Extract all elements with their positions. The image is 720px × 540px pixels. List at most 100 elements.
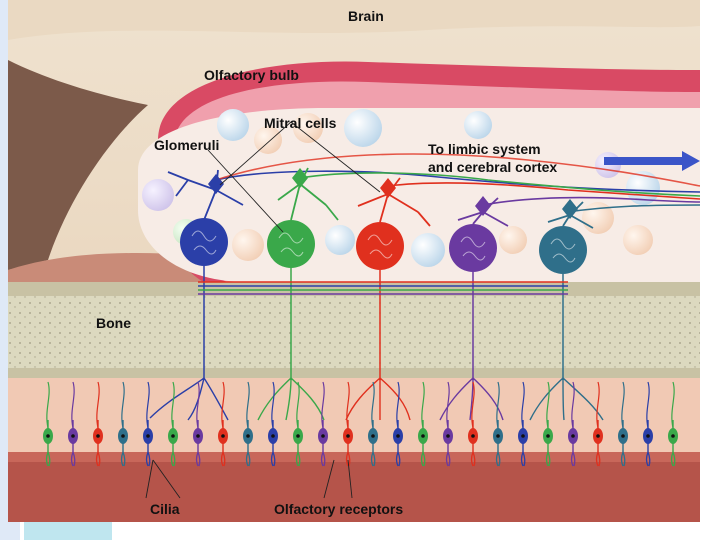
label-glomeruli: Glomeruli xyxy=(154,137,219,153)
cilium xyxy=(545,451,551,467)
receptor-nucleus xyxy=(271,434,275,438)
cilium xyxy=(320,451,326,467)
cortex-arrow xyxy=(604,151,700,171)
cilium xyxy=(670,451,676,467)
receptor-axon xyxy=(46,381,50,429)
receptor-nucleus xyxy=(471,434,475,438)
glomerulus-red xyxy=(356,222,404,270)
receptor-axon xyxy=(571,381,575,429)
cilium xyxy=(95,451,101,467)
receptor-nucleus xyxy=(671,434,675,438)
glomerulus-teal xyxy=(539,226,587,274)
receptor-axon xyxy=(521,381,525,429)
receptor-nucleus xyxy=(396,434,400,438)
bone-layer-bottom xyxy=(8,368,700,378)
receptor-nucleus xyxy=(296,434,300,438)
receptor-nucleus xyxy=(146,434,150,438)
receptor-axon xyxy=(121,381,125,429)
receptor-nucleus xyxy=(121,434,125,438)
cilium xyxy=(295,451,301,467)
dark-brain-shadow xyxy=(8,60,148,270)
receptor-axon xyxy=(371,381,375,429)
cilium xyxy=(370,451,376,467)
receptor-axon xyxy=(96,381,100,429)
cilium xyxy=(645,451,651,467)
cilium xyxy=(520,451,526,467)
olfactory-diagram: Brain Olfactory bulb Mitral cells Glomer… xyxy=(8,0,700,522)
bulb-cells xyxy=(142,109,660,267)
receptor-nucleus xyxy=(221,434,225,438)
cilium xyxy=(220,451,226,467)
cilium xyxy=(245,451,251,467)
label-mitral-cells: Mitral cells xyxy=(264,115,337,131)
cilium xyxy=(195,451,201,467)
receptor-nucleus xyxy=(171,434,175,438)
cilium xyxy=(170,451,176,467)
receptor-nucleus xyxy=(421,434,425,438)
receptor-axons xyxy=(198,266,568,378)
receptor-axon xyxy=(246,381,250,429)
receptor-axon xyxy=(146,381,150,429)
epithelium-base xyxy=(8,456,700,522)
receptor-axon xyxy=(221,381,225,429)
epithelium xyxy=(8,378,700,458)
bone-layer xyxy=(8,296,700,368)
receptor-axon xyxy=(196,381,200,429)
receptor-nucleus xyxy=(71,434,75,438)
glomerulus-green xyxy=(267,220,315,268)
label-to-limbic-1: To limbic system xyxy=(428,141,541,157)
leader-lines xyxy=(145,121,381,499)
cilium xyxy=(120,451,126,467)
receptor-axon xyxy=(496,381,500,429)
receptor-nucleus xyxy=(646,434,650,438)
label-olfactory-bulb: Olfactory bulb xyxy=(204,67,299,83)
receptor-axon xyxy=(171,381,175,429)
label-brain: Brain xyxy=(348,8,384,24)
receptor-axon xyxy=(596,381,600,429)
receptor-axon xyxy=(71,381,75,429)
brain-fold xyxy=(8,0,700,40)
receptor-nucleus xyxy=(321,434,325,438)
axon-tracts xyxy=(215,153,700,213)
glomerulus-purple xyxy=(449,224,497,272)
glomerulus-blue xyxy=(180,218,228,266)
cilium xyxy=(445,451,451,467)
cilium xyxy=(570,451,576,467)
label-bone: Bone xyxy=(96,315,131,331)
receptor-nucleus xyxy=(546,434,550,438)
cilium xyxy=(470,451,476,467)
receptor-nucleus xyxy=(621,434,625,438)
cilium xyxy=(345,451,351,467)
cilium xyxy=(495,451,501,467)
glomeruli-group xyxy=(180,218,587,274)
cilium xyxy=(145,451,151,467)
receptor-axon xyxy=(296,381,300,429)
receptor-nucleus xyxy=(246,434,250,438)
receptor-axon xyxy=(671,381,675,429)
cilium xyxy=(395,451,401,467)
receptor-nucleus xyxy=(46,434,50,438)
mitral-cell-bodies xyxy=(208,168,578,219)
receptor-nucleus xyxy=(571,434,575,438)
receptor-axon xyxy=(471,381,475,429)
receptor-nucleus xyxy=(521,434,525,438)
epithelium-mucosa xyxy=(8,452,700,462)
cilium xyxy=(420,451,426,467)
receptor-axon xyxy=(446,381,450,429)
receptor-nucleus xyxy=(596,434,600,438)
receptor-axon xyxy=(346,381,350,429)
label-to-limbic-2: and cerebral cortex xyxy=(428,159,557,175)
receptor-axon xyxy=(321,381,325,429)
cilium xyxy=(620,451,626,467)
receptor-nucleus xyxy=(496,434,500,438)
receptor-nucleus xyxy=(196,434,200,438)
receptor-axon xyxy=(646,381,650,429)
receptor-nucleus xyxy=(96,434,100,438)
cilium xyxy=(270,451,276,467)
receptor-fan xyxy=(149,377,604,421)
receptor-axon xyxy=(621,381,625,429)
receptor-nucleus xyxy=(446,434,450,438)
cilium xyxy=(70,451,76,467)
cilium xyxy=(45,451,51,467)
receptor-nucleus xyxy=(371,434,375,438)
